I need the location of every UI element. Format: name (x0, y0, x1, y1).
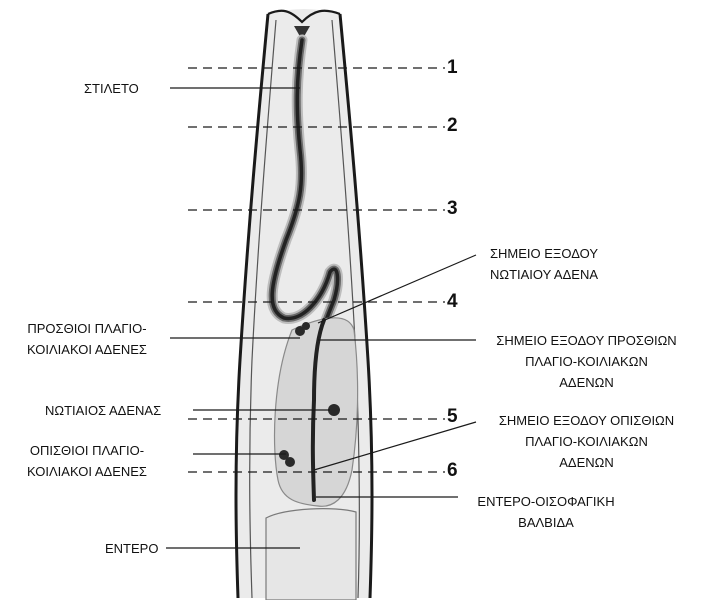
label-line: ΠΛΑΓΙΟ-ΚΟΙΛΙΑΚΩΝ (474, 431, 699, 452)
label-intestine: ΕΝΤΕΡΟ (105, 538, 158, 559)
label-line: ΟΠΙΣΘΙΟΙ ΠΛΑΓΙΟ- (4, 440, 170, 461)
label-line: ΑΔΕΝΩΝ (474, 372, 699, 393)
label-posterior-subventral-glands: ΟΠΙΣΘΙΟΙ ΠΛΑΓΙΟ- ΚΟΙΛΙΑΚΟΙ ΑΔΕΝΕΣ (4, 440, 170, 482)
intestine (266, 509, 356, 600)
posterior-subventral-nucleus-2 (285, 457, 295, 467)
section-number-5: 5 (447, 407, 458, 427)
label-line: ΑΔΕΝΩΝ (474, 452, 699, 473)
section-number-6: 6 (447, 461, 458, 481)
label-oesophago-intestinal-valve: ΕΝΤΕΡΟ-ΟΙΣΟΦΑΓΙΚΗ ΒΑΛΒΙΔΑ (466, 491, 626, 533)
label-line: ΠΛΑΓΙΟ-ΚΟΙΛΙΑΚΩΝ (474, 351, 699, 372)
label-line: ΕΝΤΕΡΟ-ΟΙΣΟΦΑΓΙΚΗ (466, 491, 626, 512)
section-number-4: 4 (447, 292, 458, 312)
section-number-3: 3 (447, 199, 458, 219)
section-number-1: 1 (447, 58, 458, 78)
label-line: ΚΟΙΛΙΑΚΟΙ ΑΔΕΝΕΣ (4, 339, 170, 360)
label-dorsal-gland: ΝΩΤΙΑΙΟΣ ΑΔΕΝΑΣ (45, 400, 161, 421)
label-dorsal-gland-outlet: ΣΗΜΕΙΟ ΕΞΟΔΟΥ ΝΩΤΙΑΙΟΥ ΑΔΕΝΑ (474, 243, 614, 285)
label-line: ΝΩΤΙΑΙΟΥ ΑΔΕΝΑ (474, 264, 614, 285)
label-posterior-subventral-outlet: ΣΗΜΕΙΟ ΕΞΟΔΟΥ ΟΠΙΣΘΙΩΝ ΠΛΑΓΙΟ-ΚΟΙΛΙΑΚΩΝ … (474, 410, 699, 473)
label-line: ΒΑΛΒΙΔΑ (466, 512, 626, 533)
label-anterior-subventral-glands: ΠΡΟΣΘΙΟΙ ΠΛΑΓΙΟ- ΚΟΙΛΙΑΚΟΙ ΑΔΕΝΕΣ (4, 318, 170, 360)
label-line: ΠΡΟΣΘΙΟΙ ΠΛΑΓΙΟ- (4, 318, 170, 339)
label-line: ΣΗΜΕΙΟ ΕΞΟΔΟΥ (474, 243, 614, 264)
label-line: ΚΟΙΛΙΑΚΟΙ ΑΔΕΝΕΣ (4, 461, 170, 482)
label-line: ΣΗΜΕΙΟ ΕΞΟΔΟΥ ΠΡΟΣΘΙΩΝ (474, 330, 699, 351)
label-anterior-subventral-outlet: ΣΗΜΕΙΟ ΕΞΟΔΟΥ ΠΡΟΣΘΙΩΝ ΠΛΑΓΙΟ-ΚΟΙΛΙΑΚΩΝ … (474, 330, 699, 393)
label-line: ΣΗΜΕΙΟ ΕΞΟΔΟΥ ΟΠΙΣΘΙΩΝ (474, 410, 699, 431)
section-number-2: 2 (447, 116, 458, 136)
anterior-subventral-nucleus-2 (302, 322, 310, 330)
label-stylet: ΣΤΙΛΕΤΟ (84, 78, 139, 99)
